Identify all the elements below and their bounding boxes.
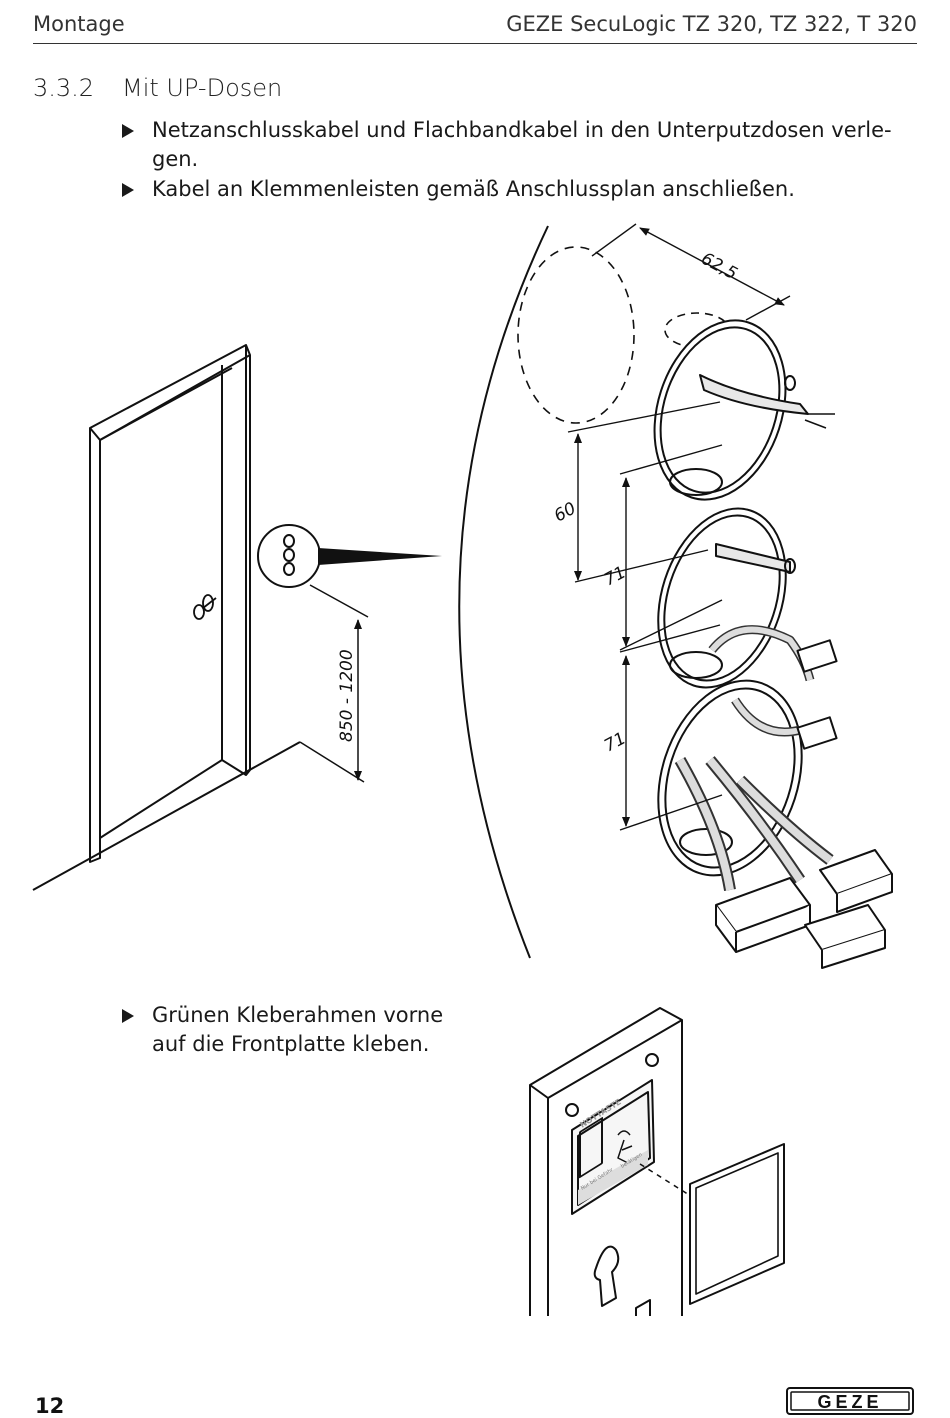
- step-2-text: Kabel an Klemmenleisten gemäß Anschlussp…: [152, 177, 795, 201]
- section-title: Mit UP-Dosen: [122, 74, 283, 102]
- height-dimension: [299, 584, 369, 783]
- flush-box-1: [653, 319, 835, 501]
- step-1-line-1: Netzanschlusskabel und Flachbandkabel in…: [152, 118, 892, 142]
- step-3-line-1: Grünen Kleberahmen vorne: [152, 1003, 444, 1027]
- instruction-step-1: Netzanschlusskabel und Flachbandkabel in…: [122, 116, 892, 174]
- door-handle: [193, 594, 217, 620]
- spacing-label-60: 60: [551, 499, 579, 527]
- bullet-arrow-icon: [122, 183, 134, 197]
- height-range-label: 850 - 1200: [337, 649, 357, 742]
- instruction-step-3: Grünen Kleberahmen vorne auf die Frontpla…: [122, 1001, 462, 1059]
- instruction-step-2: Kabel an Klemmenleisten gemäß Anschlussp…: [122, 175, 892, 204]
- running-header-section: Montage: [33, 12, 125, 36]
- door-frame: [89, 344, 251, 863]
- detail-zoom-circle: [257, 524, 442, 588]
- step-3-line-2: auf die Frontplatte kleben.: [152, 1032, 430, 1056]
- flush-box-2: [657, 507, 838, 689]
- section-number: 3.3.2: [33, 74, 95, 102]
- flush-box-3: [657, 679, 838, 891]
- terminal-blocks: [715, 849, 893, 969]
- logo-text: GEZE: [817, 1392, 882, 1412]
- step-1-line-2: gen.: [152, 147, 199, 171]
- bullet-arrow-icon: [122, 1009, 134, 1023]
- geze-logo: GEZE: [786, 1387, 914, 1415]
- header-rule: [33, 43, 917, 44]
- running-header-product: GEZE SecuLogic TZ 320, TZ 322, T 320: [506, 12, 917, 36]
- bullet-arrow-icon: [122, 124, 134, 138]
- spacing-label-71-upper: 71: [601, 563, 629, 591]
- spacing-label-71-lower: 71: [601, 729, 629, 757]
- page-number: 12: [35, 1394, 65, 1418]
